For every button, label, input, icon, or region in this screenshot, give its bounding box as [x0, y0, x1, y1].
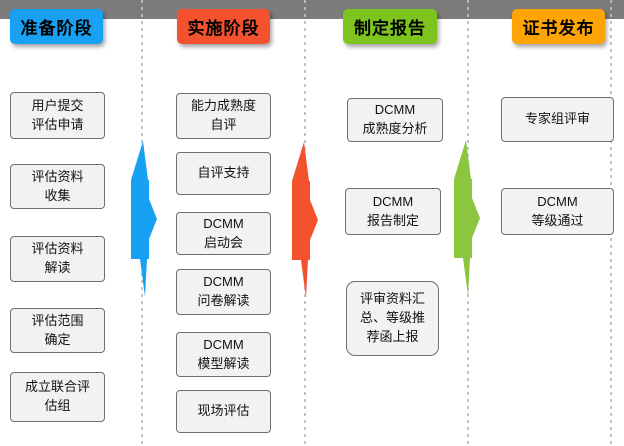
step-box-model-interpret: DCMM 模型解读 [176, 332, 271, 377]
step-box-questionnaire: DCMM 问卷解读 [176, 269, 271, 315]
step-box-level-passed: DCMM 等级通过 [501, 188, 614, 235]
step-box-material-collect: 评估资料 收集 [10, 164, 105, 209]
arrow-report-to-certificate-icon [454, 140, 480, 296]
step-box-scope-confirm: 评估范围 确定 [10, 308, 105, 353]
arrow-implementation-to-report-icon [292, 142, 318, 298]
arrow-preparation-to-implementation-icon [131, 141, 157, 297]
step-box-maturity-analysis: DCMM 成熟度分析 [347, 98, 443, 142]
step-box-user-application: 用户提交 评估申请 [10, 92, 105, 139]
phase-badge-report: 制定报告 [343, 9, 437, 44]
step-box-joint-team: 成立联合评 估组 [10, 372, 105, 422]
phase-badge-certificate: 证书发布 [512, 9, 605, 44]
step-box-onsite-assess: 现场评估 [176, 390, 271, 433]
step-box-maturity-selfassess: 能力成熟度 自评 [176, 93, 271, 139]
step-box-report-create: DCMM 报告制定 [345, 188, 441, 235]
step-box-selfassess-support: 自评支持 [176, 152, 271, 195]
step-box-kickoff-meeting: DCMM 启动会 [176, 212, 271, 255]
phase-badge-implementation: 实施阶段 [177, 9, 270, 44]
step-box-material-interpret: 评估资料 解读 [10, 236, 105, 282]
step-box-review-submit: 评审资料汇 总、等级推 荐函上报 [346, 281, 439, 356]
step-box-expert-review: 专家组评审 [501, 97, 614, 142]
phase-badge-preparation: 准备阶段 [10, 9, 103, 44]
